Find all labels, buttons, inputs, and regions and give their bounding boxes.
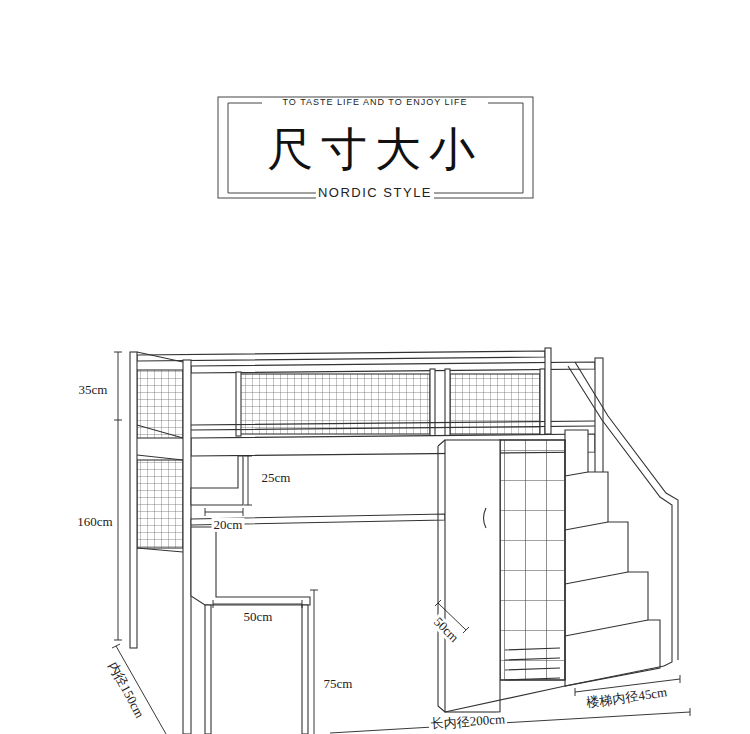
- bed-frame: [545, 348, 551, 434]
- dimension-lines: [330, 708, 690, 733]
- bed-frame: [240, 374, 430, 434]
- bed-frame: [183, 360, 191, 734]
- bed-frame: [130, 348, 603, 734]
- wardrobe-and-stairs: [565, 430, 660, 686]
- wardrobe-and-stairs: [445, 440, 500, 712]
- bed-frame: [137, 460, 183, 548]
- wardrobe-and-stairs: [565, 472, 648, 636]
- bed-frame: [130, 352, 137, 648]
- page-title: 尺寸大小: [267, 125, 483, 176]
- tagline: NORDIC STYLE: [316, 186, 434, 200]
- dimension-label: 长内径200cm: [428, 712, 507, 732]
- bed-frame: [445, 369, 450, 436]
- bed-frame: [191, 527, 310, 605]
- header-frame: [228, 103, 523, 193]
- wardrobe-and-stairs: [438, 440, 445, 712]
- wardrobe-and-stairs: [484, 508, 487, 528]
- bed-frame: [191, 421, 595, 430]
- bed-frame: [430, 369, 435, 436]
- bed-frame: [191, 362, 595, 373]
- dimension-label: 160cm: [75, 515, 114, 529]
- wardrobe-and-stairs: [438, 362, 678, 712]
- dimension-lines: [205, 508, 243, 516]
- dimension-label: 25cm: [260, 471, 293, 485]
- bed-frame: [137, 352, 183, 552]
- header-frame: [218, 97, 533, 198]
- wardrobe-and-stairs: [500, 440, 565, 680]
- dimension-label: 75cm: [322, 677, 355, 691]
- dimension-lines: [213, 600, 302, 608]
- bed-frame: [191, 456, 243, 505]
- wardrobe-and-stairs: [500, 440, 565, 680]
- tagline: TO TASTE LIFE AND TO ENJOY LIFE: [280, 98, 469, 108]
- wardrobe-and-stairs: [575, 362, 678, 660]
- dimension-lines: [310, 590, 318, 734]
- dimension-label: 50cm: [242, 610, 275, 624]
- bed-frame: [137, 351, 545, 361]
- wardrobe-and-stairs: [445, 666, 664, 712]
- dimension-lines: [114, 352, 122, 640]
- bed-frame: [137, 370, 183, 438]
- bed-frame: [205, 605, 211, 734]
- dimension-label: 35cm: [77, 383, 110, 397]
- bed-frame: [236, 372, 241, 436]
- bed-frame: [540, 369, 545, 436]
- bed-frame: [302, 605, 308, 734]
- dimension-lines: [244, 456, 252, 505]
- dimension-label: 20cm: [212, 518, 245, 532]
- bed-frame: [450, 374, 540, 434]
- header-frame: [218, 97, 533, 198]
- wardrobe-and-stairs: [568, 366, 672, 666]
- dimension-lines: [112, 352, 690, 734]
- wardrobe-and-stairs: [505, 648, 560, 680]
